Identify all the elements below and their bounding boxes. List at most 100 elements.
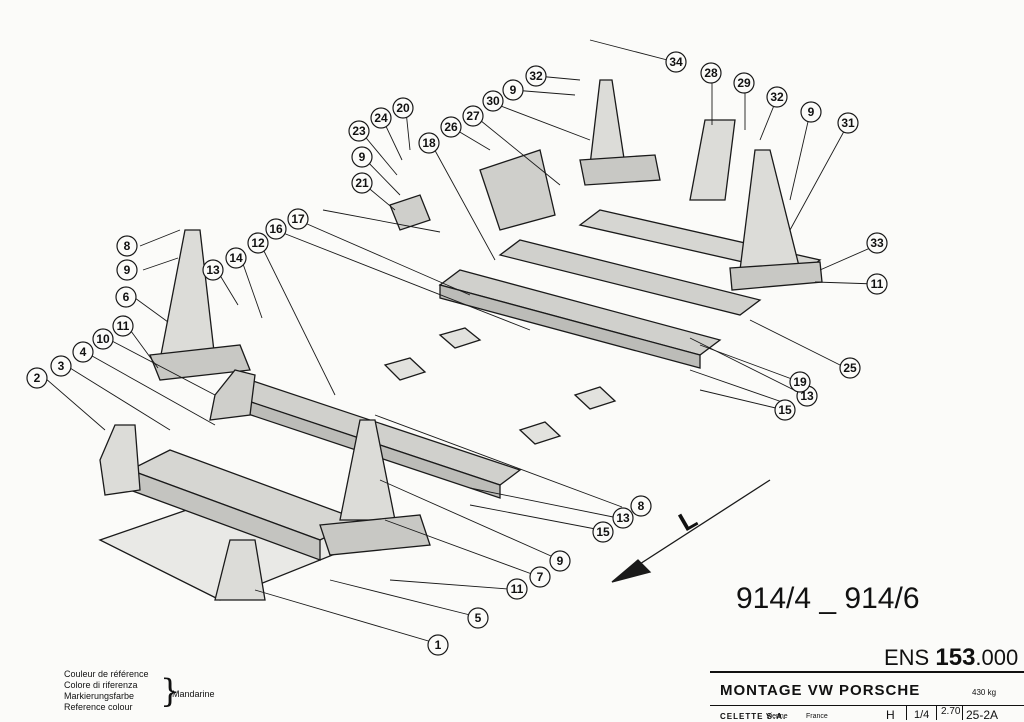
title-block-cell-divider — [936, 706, 937, 720]
callout-circle — [866, 273, 888, 295]
callout-circle — [116, 235, 138, 257]
callout-circle — [115, 286, 137, 308]
callout-label: 25 — [843, 361, 857, 375]
callout-circle — [225, 247, 247, 269]
callout-circle — [202, 259, 224, 281]
callout-circle — [370, 107, 392, 129]
callout-label: 11 — [511, 582, 524, 596]
callout-circle — [800, 101, 822, 123]
ens-prefix: ENS — [884, 645, 930, 670]
callout-circle — [837, 112, 859, 134]
callout-label: 31 — [841, 116, 855, 130]
callout-circle — [549, 550, 571, 572]
callout-label: 28 — [704, 66, 718, 80]
title-block-country: France — [806, 713, 828, 720]
callout-circle — [502, 79, 524, 101]
callout-label: 13 — [206, 263, 220, 277]
callout-circle — [92, 328, 114, 350]
title-block-city: Vienne — [766, 713, 788, 720]
callout-circle — [351, 172, 373, 194]
callout-label: 1 — [435, 638, 442, 652]
callout-circle — [467, 607, 489, 629]
ens-reference: ENS 153.000 — [884, 644, 1018, 672]
callout-circle — [418, 132, 440, 154]
callout-circle — [427, 634, 449, 656]
callout-circle — [440, 116, 462, 138]
callout-circle — [774, 399, 796, 421]
title-block: MONTAGE VW PORSCHE 430 kg CELETTE S.A. V… — [710, 671, 1024, 722]
callout-circle — [247, 232, 269, 254]
callout-label: 17 — [291, 212, 305, 226]
callout-label: 32 — [770, 90, 784, 104]
callout-label: 15 — [596, 525, 610, 539]
callout-label: 14 — [229, 251, 243, 265]
callout-label: 2 — [34, 371, 41, 385]
title-block-divider — [710, 705, 1024, 706]
callout-label: 3 — [58, 359, 65, 373]
callout-label: 7 — [537, 570, 544, 584]
callout-circle — [592, 521, 614, 543]
callout-circle — [700, 62, 722, 84]
callout-label: 11 — [871, 277, 884, 291]
callout-circle — [766, 86, 788, 108]
callout-label: 11 — [117, 319, 130, 333]
callout-circle — [351, 146, 373, 168]
callout-label: 24 — [374, 111, 388, 125]
callout-circle — [462, 105, 484, 127]
callout-label: 30 — [486, 94, 500, 108]
callout-label: 10 — [96, 332, 110, 346]
callout-circle — [348, 120, 370, 142]
ens-suffix: .000 — [975, 645, 1019, 670]
callout-circle — [265, 218, 287, 240]
callout-circle — [50, 355, 72, 377]
callout-circle — [866, 232, 888, 254]
callout-circle — [839, 357, 861, 379]
callout-circle — [72, 341, 94, 363]
callout-circle — [733, 72, 755, 94]
callout-circle — [665, 51, 687, 73]
legend-colour: Mandarine — [172, 689, 215, 699]
callout-label: 13 — [616, 511, 630, 525]
callout-circle — [789, 371, 811, 393]
callout-label: 9 — [510, 83, 517, 97]
legend-brace: } — [160, 672, 181, 710]
callout-circle — [482, 90, 504, 112]
reference-colour-legend: Couleur de référence Colore di riferenza… — [64, 669, 149, 713]
title-block-number: 2.70 — [941, 706, 961, 717]
callout-circle — [506, 578, 528, 600]
callout-label: 9 — [557, 554, 564, 568]
callout-label: 12 — [251, 236, 265, 250]
legend-line: Colore di riferenza — [64, 680, 138, 690]
callout-label: 9 — [359, 150, 366, 164]
callout-label: 23 — [352, 124, 366, 138]
callout-label: 8 — [638, 499, 645, 513]
title-block-fraction: 1/4 — [914, 709, 930, 721]
callout-circle — [26, 367, 48, 389]
callout-label: 19 — [793, 375, 807, 389]
legend-line: Couleur de référence — [64, 669, 149, 679]
callout-circle — [529, 566, 551, 588]
title-block-symbol: H — [886, 708, 895, 722]
title-block-cell-divider — [962, 706, 963, 720]
callout-circle — [112, 315, 134, 337]
callout-label: 18 — [422, 136, 436, 150]
callout-circle — [630, 495, 652, 517]
callout-circle — [612, 507, 634, 529]
title-block-title: MONTAGE VW PORSCHE — [720, 682, 921, 699]
model-label: 914/4 _ 914/6 — [736, 582, 920, 615]
callout-label: 29 — [737, 76, 751, 90]
ens-number: 153 — [935, 644, 976, 671]
callout-label: 26 — [444, 120, 458, 134]
title-block-mass: 430 kg — [972, 688, 997, 697]
callout-label: 8 — [124, 239, 131, 253]
callout-label: 4 — [80, 345, 87, 359]
callout-label: 21 — [355, 176, 369, 190]
title-block-cell-divider — [906, 706, 907, 720]
callout-circle — [392, 97, 414, 119]
callout-label: 9 — [808, 105, 815, 119]
direction-label: L — [673, 503, 702, 537]
callout-label: 9 — [124, 263, 131, 277]
callout-label: 20 — [396, 101, 410, 115]
callout-label: 16 — [269, 222, 283, 236]
